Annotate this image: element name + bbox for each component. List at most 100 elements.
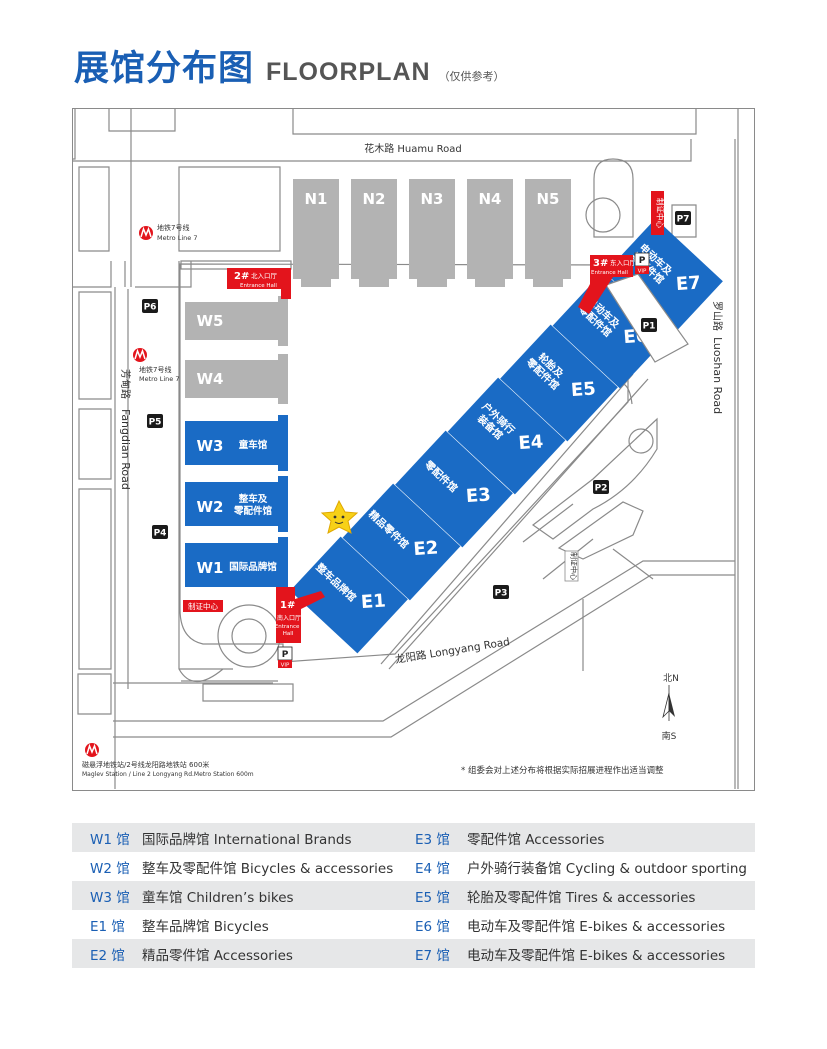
metro-icon bbox=[85, 743, 99, 757]
legend-item: W3 馆童车馆 Children’s bikes bbox=[72, 886, 415, 906]
metro-left-cn: 地铁7号线 bbox=[139, 365, 171, 374]
hall-n4: N4 bbox=[467, 179, 513, 287]
legend-hall-code: E4 馆 bbox=[415, 860, 450, 877]
cert-center-east: 制证中心 bbox=[564, 550, 579, 582]
hall-code: E1 bbox=[360, 590, 386, 613]
title-note: （仅供参考） bbox=[438, 70, 505, 83]
hall-code: N5 bbox=[537, 190, 560, 208]
hall-w5: W5 bbox=[185, 296, 288, 346]
venue-boundary bbox=[179, 263, 629, 663]
entrance-1-number: 1# bbox=[280, 600, 295, 611]
entrance-3-number: 3# bbox=[593, 258, 608, 269]
legend-hall-code: W3 馆 bbox=[90, 889, 130, 906]
compass-rose-icon: 北N 南S bbox=[662, 673, 679, 742]
hall-w2: W2 整车及零配件馆 bbox=[185, 476, 288, 532]
vip-parking-east: P VIP bbox=[634, 252, 650, 275]
legend-hall-code: E6 馆 bbox=[415, 918, 450, 935]
legend-item: E3 馆零配件馆 Accessories bbox=[415, 828, 755, 848]
entrance-2-number: 2# bbox=[234, 271, 249, 282]
cert-center-south-label: 制证中心 bbox=[188, 601, 218, 611]
entrance-1-en-line2: Hall bbox=[283, 631, 294, 637]
parking-label: P4 bbox=[154, 529, 167, 539]
hall-name: 童车馆 bbox=[239, 439, 268, 451]
star-mascot-icon bbox=[320, 499, 359, 534]
parking-label: P7 bbox=[677, 215, 690, 225]
legend-hall-code: W1 馆 bbox=[90, 831, 130, 848]
hall-n3: N3 bbox=[409, 179, 455, 287]
legend-item: W2 馆整车及零配件馆 Bicycles & accessories bbox=[72, 857, 415, 877]
legend-hall-description: 户外骑行装备馆 Cycling & outdoor sporting bbox=[467, 860, 747, 877]
hall-code: N1 bbox=[305, 190, 328, 208]
hall-w3: W3 童车馆 bbox=[185, 415, 288, 471]
legend-hall-description: 整车及零配件馆 Bicycles & accessories bbox=[142, 860, 394, 877]
hall-code: N4 bbox=[479, 190, 502, 208]
hall-code: E3 bbox=[465, 484, 491, 507]
parking-p1: P1 bbox=[641, 318, 657, 332]
road-longyang: 龙阳路 Longyang Road bbox=[394, 635, 511, 666]
hall-name: 国际品牌馆 bbox=[229, 561, 277, 573]
hall-code: N2 bbox=[363, 190, 386, 208]
road-fangdian-cn: 芳甸路 bbox=[119, 369, 132, 399]
metro-station-left: 地铁7号线 Metro Line 7 bbox=[133, 348, 179, 383]
legend-hall-description: 轮胎及零配件馆 Tires & accessories bbox=[467, 889, 696, 906]
metro-icon bbox=[133, 348, 147, 362]
metro-top-en: Metro Line 7 bbox=[157, 234, 197, 242]
parking-label: P1 bbox=[643, 322, 656, 332]
cert-center-north: 制证中心 bbox=[651, 191, 666, 235]
hall-code: W5 bbox=[197, 312, 224, 330]
hall-code: W4 bbox=[197, 370, 224, 388]
metro-logo-icon bbox=[140, 226, 152, 238]
legend-item: E4 馆户外骑行装备馆 Cycling & outdoor sporting bbox=[415, 857, 755, 877]
title-english: FLOORPLAN bbox=[266, 58, 431, 86]
hall-name: 整车及零配件馆 bbox=[233, 493, 273, 517]
hall-n5: N5 bbox=[525, 179, 571, 287]
hall-code: W3 bbox=[197, 437, 224, 455]
parking-label: P2 bbox=[595, 484, 608, 494]
hall-code: E5 bbox=[570, 378, 596, 401]
legend-hall-code: W2 馆 bbox=[90, 860, 130, 877]
legend-hall-description: 国际品牌馆 International Brands bbox=[142, 831, 352, 848]
title-chinese: 展馆分布图 bbox=[74, 49, 255, 89]
map-footnote: * 组委会对上述分布将根据实际招展进程作出适当调整 bbox=[461, 765, 664, 776]
cert-center-east-label: 制证中心 bbox=[570, 552, 579, 580]
metro-station-top: 地铁7号线 Metro Line 7 bbox=[139, 223, 197, 242]
hall-w4: W4 bbox=[185, 354, 288, 404]
legend-hall-description: 整车品牌馆 Bicycles bbox=[142, 918, 269, 935]
road-luoshan-cn: 罗山路 bbox=[711, 301, 724, 331]
hall-code: E7 bbox=[675, 272, 701, 295]
legend-hall-description: 精品零件馆 Accessories bbox=[142, 947, 293, 964]
metro-station-bottom: 磁悬浮地铁站/2号线龙阳路地铁站 600米 Maglev Station / L… bbox=[82, 743, 254, 778]
legend-hall-description: 童车馆 Children’s bikes bbox=[142, 889, 294, 906]
hall-code: W2 bbox=[197, 498, 224, 516]
vip-east-p: P bbox=[639, 256, 646, 266]
legend-item: E7 馆电动车及零配件馆 E-bikes & accessories bbox=[415, 944, 755, 964]
entrance-1-en-line1: Entrance bbox=[275, 624, 300, 630]
entrance-3-marker: 3# 东入口厅 Entrance Hall bbox=[578, 255, 637, 314]
entrance-1-cn: 南入口厅 bbox=[277, 614, 301, 622]
legend-item: W1 馆国际品牌馆 International Brands bbox=[72, 828, 415, 848]
hall-code: E4 bbox=[518, 431, 544, 454]
parking-label: P6 bbox=[144, 303, 157, 313]
page-header: 展馆分布图 FLOORPLAN （仅供参考） bbox=[74, 40, 505, 96]
parking-label: P5 bbox=[149, 418, 162, 428]
metro-icon bbox=[139, 226, 153, 240]
entrance-2-en: Entrance Hall bbox=[240, 283, 277, 289]
north-halls: N1 N2 N3 N4 N5 bbox=[293, 179, 571, 287]
compass-north: 北N bbox=[663, 673, 679, 684]
parking-label: P3 bbox=[495, 589, 508, 599]
parking-p7: P7 bbox=[675, 211, 691, 225]
entrance-3-cn: 东入口厅 bbox=[610, 258, 637, 267]
hall-code: N3 bbox=[421, 190, 444, 208]
vip-south-label: VIP bbox=[281, 663, 290, 669]
legend-hall-description: 电动车及零配件馆 E-bikes & accessories bbox=[467, 918, 726, 935]
